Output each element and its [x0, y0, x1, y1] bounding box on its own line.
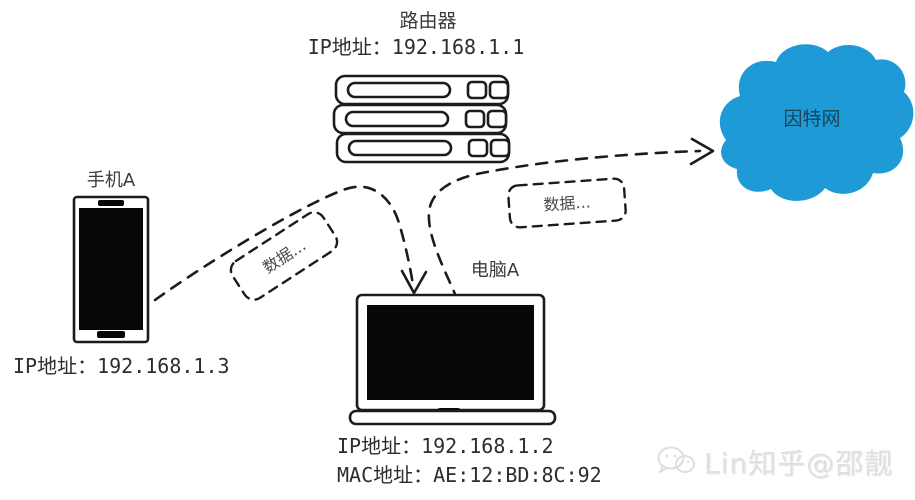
phone-ip-label: IP地址：192.168.1.3 [13, 354, 230, 378]
data-packet-text: 数据... [543, 192, 591, 214]
arrowhead-right-icon [689, 137, 715, 166]
internet-cloud: 因特网 [719, 44, 914, 201]
router-label: 路由器 [399, 10, 456, 32]
phone-illustration [72, 195, 150, 344]
phone-speaker-icon [98, 200, 124, 206]
laptop-illustration [348, 293, 557, 426]
phone-label: 手机A [87, 170, 136, 191]
laptop-screen [367, 305, 534, 400]
router-unit [334, 74, 510, 106]
data-packet-label-1: 数据... [229, 211, 339, 301]
router-ip-label: IP地址：192.168.1.1 [308, 35, 525, 59]
laptop-base [348, 409, 557, 426]
flow-computer-to-internet [427, 149, 702, 303]
internet-label: 因特网 [783, 108, 840, 130]
router-unit [332, 103, 508, 135]
watermark: Lin知乎@邵靓 [656, 442, 893, 482]
computer-ip-label: IP地址：192.168.1.2 [337, 434, 554, 458]
phone-home-bar-icon [97, 331, 125, 338]
phone-screen [79, 208, 143, 330]
watermark-text: Lin知乎@邵靓 [704, 447, 894, 480]
wechat-icon [657, 446, 695, 473]
router-illustration [332, 74, 511, 164]
cloud-icon [719, 44, 914, 201]
arrowhead-down-icon [400, 269, 428, 295]
flow-phone-to-computer [153, 185, 415, 302]
router-unit [335, 132, 511, 164]
computer-label: 电脑A [471, 260, 520, 281]
computer-mac-label: MAC地址：AE:12:BD:8C:92 [337, 463, 602, 487]
data-packet-label-2: 数据... [507, 177, 627, 229]
